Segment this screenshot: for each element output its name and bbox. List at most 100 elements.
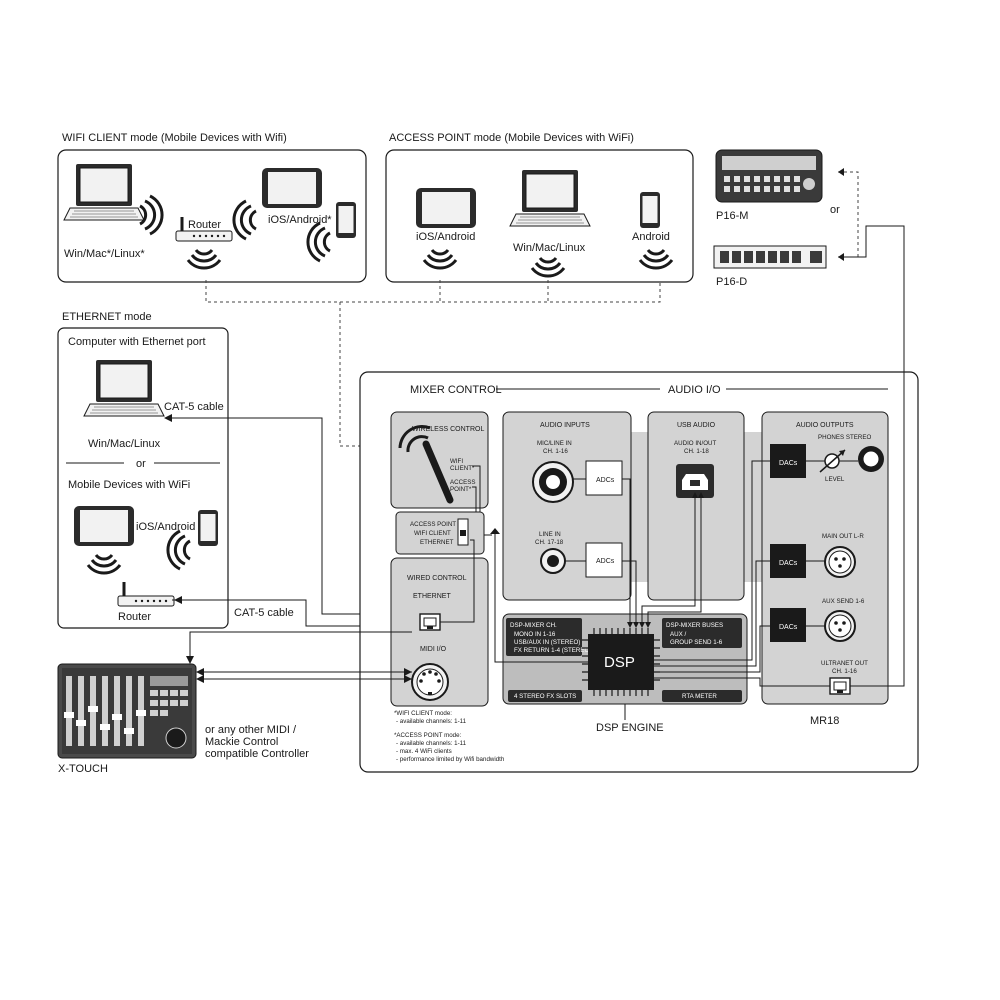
access-point-phone-label: Android <box>632 231 670 243</box>
ethernet-or-label: or <box>136 458 146 470</box>
phone-icon <box>198 510 218 546</box>
rta-meter-bar <box>662 690 742 702</box>
mixer-control-heading: MIXER CONTROL <box>410 384 502 396</box>
monitor-alt-link <box>838 171 859 258</box>
fx-return-label: FX RETURN 1-4 (STEREO) <box>514 647 591 654</box>
p16d-label: P16-D <box>716 276 747 288</box>
ultranet-channels: CH. 1-16 <box>832 668 857 675</box>
ethernet-cable-label-1: CAT-5 cable <box>164 401 224 413</box>
adc-block <box>585 460 623 496</box>
laptop-icon <box>63 163 145 221</box>
audio-inputs-label: AUDIO INPUTS <box>540 422 590 429</box>
ethernet-mobile-label: iOS/Android <box>136 521 195 533</box>
usb-audio-label: USB AUDIO <box>677 422 716 429</box>
line-jack-icon[interactable] <box>540 548 566 574</box>
note-access-point-title: *ACCESS POINT mode: <box>394 732 462 739</box>
aux-label: AUX / <box>670 631 686 638</box>
ultranet-cable <box>838 225 905 687</box>
cat5-cable-router <box>172 599 412 627</box>
ethernet-computer-heading: Computer with Ethernet port <box>68 336 206 348</box>
arrowhead-icon <box>186 656 194 664</box>
access-point-tag-2: POINT* <box>450 486 472 493</box>
note-access-point-2: - max. 4 WiFi clients <box>396 748 452 755</box>
midi-io-label: MIDI I/O <box>420 646 447 653</box>
or-label: or <box>830 204 840 216</box>
ethernet-switch-wire <box>440 539 475 623</box>
phones-jack-icon[interactable] <box>858 446 884 472</box>
xlr-output-icon[interactable] <box>824 546 856 578</box>
switch-wifi-client: WIFI CLIENT <box>414 530 451 537</box>
wifi-client-router-label: Router <box>188 219 221 231</box>
access-point-title: ACCESS POINT mode (Mobile Devices with W… <box>389 132 634 144</box>
level-label: LEVEL <box>825 476 845 483</box>
laptop-icon <box>509 169 591 227</box>
main-out-label: MAIN OUT L-R <box>822 533 864 540</box>
adcs-label-2: ADCs <box>596 558 615 565</box>
adc-block <box>585 542 623 578</box>
ethernet-port-icon[interactable] <box>419 613 441 631</box>
tablet-icon <box>416 188 476 228</box>
usb-channels: CH. 1-18 <box>684 448 709 455</box>
dacs-label-3: DACs <box>779 624 798 631</box>
dsp-mixer-ch-label: DSP-MIXER CH. <box>510 622 557 629</box>
dsp-mixer-buses-label: DSP-MIXER BUSES <box>666 622 723 629</box>
dsp-mixer-channels-panel <box>506 618 582 656</box>
laptop-icon <box>83 359 165 417</box>
wifi-client-mobile-label: iOS/Android* <box>268 214 332 226</box>
x-touch-alt-2: Mackie Control <box>205 736 278 748</box>
usb-io-label: AUDIO IN/OUT <box>674 440 717 447</box>
usb-port-icon[interactable] <box>676 464 714 498</box>
line-in-channels: CH. 17-18 <box>535 539 564 546</box>
audio-io-heading: AUDIO I/O <box>668 384 721 396</box>
wireless-control-panel <box>390 411 489 509</box>
dsp-mixer-buses-panel <box>662 618 742 648</box>
x-touch-alt-1: or any other MIDI / <box>205 724 297 736</box>
audio-io-band <box>744 470 766 582</box>
mode-switch-icon[interactable] <box>457 518 469 546</box>
ethernet-cable-label-2: CAT-5 cable <box>234 607 294 619</box>
ethernet-cable-x-touch <box>189 631 412 660</box>
note-access-point-1: - available channels: 1-11 <box>396 740 467 747</box>
midi-port-icon[interactable] <box>411 663 449 701</box>
ultranet-port-icon[interactable] <box>829 677 851 695</box>
dsp-engine-label: DSP ENGINE <box>596 722 664 734</box>
line-in-label: LINE IN <box>539 531 561 538</box>
x-touch-alt-3: compatible Controller <box>205 748 309 760</box>
wired-control-label: WIRED CONTROL <box>407 575 467 582</box>
p16d-distribution-module-icon <box>713 245 827 269</box>
ethernet-router-label: Router <box>118 611 151 623</box>
audio-outputs-label: AUDIO OUTPUTS <box>796 422 854 429</box>
dac-block <box>770 544 806 578</box>
access-point-tablet-label: iOS/Android <box>416 231 475 243</box>
x-touch-label: X-TOUCH <box>58 763 108 775</box>
mic-line-in-channels: CH. 1-16 <box>543 448 568 455</box>
switch-access-point: ACCESS POINT <box>410 521 456 528</box>
dacs-label-1: DACs <box>779 460 798 467</box>
switch-ethernet: ETHERNET <box>420 539 454 546</box>
tablet-icon <box>262 168 322 208</box>
mono-in-label: MONO IN 1-16 <box>514 631 556 638</box>
x-touch-controller-icon <box>57 663 197 759</box>
group-send-label: GROUP SEND 1-6 <box>670 639 723 646</box>
dacs-label-2: DACs <box>779 560 798 567</box>
phone-icon <box>640 192 660 228</box>
wifi-link-dashed <box>205 280 661 447</box>
wifi-client-tag: WIFI <box>450 458 463 465</box>
wifi-client-laptop-label: Win/Mac*/Linux* <box>64 248 145 260</box>
dac-block <box>770 444 806 478</box>
note-wifi-client-1: - available channels: 1-11 <box>396 718 467 725</box>
fx-slots-bar <box>508 690 582 702</box>
dsp-chip-icon <box>582 628 660 696</box>
rta-meter-label: RTA METER <box>682 693 717 700</box>
adcs-label-1: ADCs <box>596 477 615 484</box>
combo-jack-icon[interactable] <box>532 461 574 503</box>
access-point-tag: ACCESS <box>450 479 475 486</box>
usb-aux-in-label: USB/AUX IN (STEREO) <box>514 639 580 646</box>
ethernet-mode-title: ETHERNET mode <box>62 311 152 323</box>
usb-audio-panel <box>647 411 745 601</box>
xlr-output-icon[interactable] <box>824 610 856 642</box>
fx-slots-label: 4 STEREO FX SLOTS <box>514 693 576 700</box>
wifi-client-title: WIFI CLIENT mode (Mobile Devices with Wi… <box>62 132 287 144</box>
phones-stereo-label: PHONES STEREO <box>818 434 871 441</box>
